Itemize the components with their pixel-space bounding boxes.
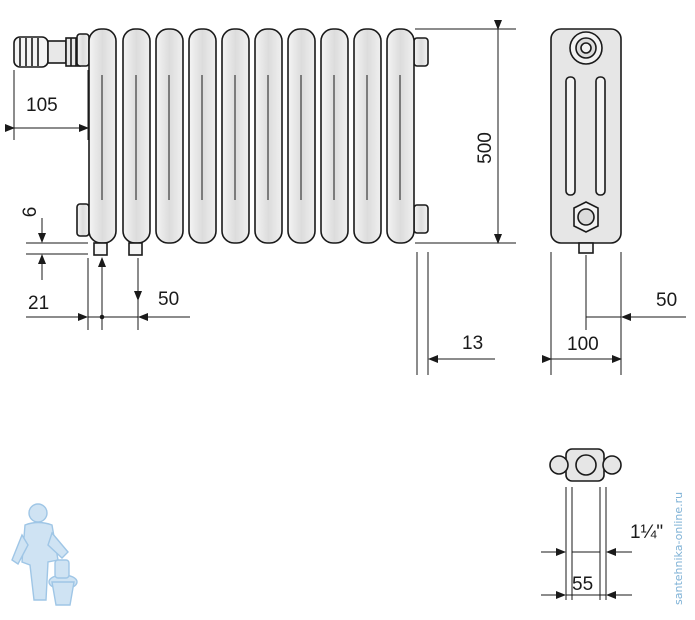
front-view (13, 28, 429, 256)
coupling-view (549, 448, 622, 482)
outlet-pipe (128, 242, 143, 256)
dim-55: 55 (572, 574, 593, 595)
dim-thread: 1¼" (630, 522, 663, 543)
dim-13: 13 (462, 333, 483, 354)
dim-100: 100 (567, 334, 599, 355)
plumber-mascot-image (11, 503, 78, 606)
dim-6: 6 (20, 207, 41, 218)
thermostatic-valve (13, 36, 81, 68)
radiator-sections (88, 28, 415, 244)
dim-50-pipe: 50 (158, 289, 179, 310)
top-right-plug (413, 37, 429, 67)
dim-500: 500 (475, 132, 496, 164)
dim-21: 21 (28, 293, 49, 314)
dim-50-side: 50 (656, 290, 677, 311)
bottom-right-plug (413, 204, 429, 234)
top-left-plug (76, 33, 90, 67)
watermark: santehnika-online.ru (672, 492, 685, 605)
side-view (550, 28, 622, 254)
dim-105: 105 (26, 95, 58, 116)
inlet-pipe (93, 242, 108, 256)
bottom-left-plug (76, 203, 90, 237)
